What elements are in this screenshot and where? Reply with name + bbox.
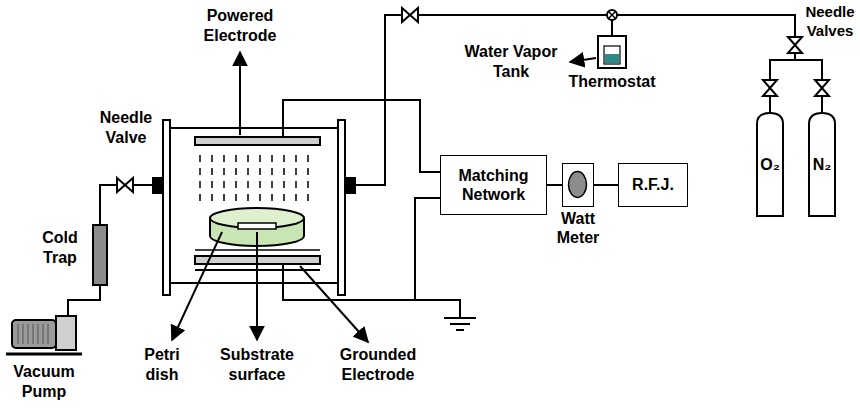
gas-cylinder: N₂ — [808, 112, 836, 217]
three-way-valve — [607, 10, 617, 20]
callout-arrow — [300, 266, 368, 342]
water — [605, 54, 619, 63]
needle-valve — [402, 8, 418, 22]
motor-ribs — [18, 324, 48, 344]
rf-wire — [283, 100, 440, 172]
water-bottle — [604, 46, 620, 64]
chamber-port — [153, 178, 163, 193]
callout-arrow — [256, 232, 258, 340]
ground-wire — [283, 264, 460, 318]
part-label: Cold Trap — [32, 228, 88, 268]
chamber-wall — [170, 127, 338, 129]
callout-arrow — [239, 52, 241, 135]
callout-label: Substrate surface — [212, 345, 302, 385]
box-label: Matching Network — [445, 166, 542, 204]
vacuum-line — [100, 185, 153, 225]
meter-label: Watt Meter — [550, 209, 606, 247]
part-label: Vacuum Pump — [4, 362, 84, 402]
process-box: R.F.J. — [618, 163, 688, 207]
plasma-lines — [200, 155, 308, 203]
part-label: Needle Valves — [802, 3, 858, 41]
box-label: R.F.J. — [632, 175, 674, 194]
callout-label: Powered Electrode — [190, 6, 290, 46]
connector-wire — [594, 184, 618, 186]
callout-label: Water Vapor Tank — [456, 42, 566, 82]
cold-trap — [93, 225, 107, 285]
ground-symbol — [456, 329, 464, 331]
vacuum-pump-head — [56, 316, 76, 350]
chamber-flange — [338, 120, 345, 295]
connector-wire — [547, 184, 562, 186]
three-way-valve — [608, 11, 616, 19]
ground-wire — [415, 198, 440, 300]
process-box: Matching Network — [440, 155, 547, 215]
chamber-wall — [170, 282, 338, 284]
needle-valve — [788, 37, 802, 53]
cylinder-label: N₂ — [813, 155, 832, 174]
callout-label: Grounded Electrode — [326, 345, 430, 385]
part-label: Needle Valve — [95, 108, 157, 148]
chamber-flange — [163, 120, 170, 295]
gas-cylinder: O₂ — [756, 112, 784, 217]
needle-valve — [763, 80, 777, 96]
callout-arrow — [570, 58, 596, 62]
watt-meter: Watt Meter — [550, 163, 606, 249]
cylinder-label: O₂ — [760, 155, 780, 174]
part-label: Thermostat — [562, 72, 662, 92]
powered-electrode — [195, 137, 320, 145]
chamber-port — [345, 178, 355, 193]
callout-arrow — [172, 232, 222, 340]
ground-symbol — [450, 323, 470, 325]
three-way-valve — [608, 11, 616, 19]
thermostat-box — [598, 36, 626, 68]
needle-valve — [117, 178, 133, 192]
vacuum-pump-motor — [12, 320, 56, 348]
pump-base — [6, 353, 82, 356]
ground-symbol — [444, 317, 476, 319]
callout-label: Petri dish — [130, 345, 194, 385]
needle-valve — [815, 80, 829, 96]
gas-line — [770, 60, 822, 112]
gas-line — [355, 15, 795, 185]
petri-dish-rim — [210, 208, 304, 228]
substrate — [238, 223, 276, 229]
meter-box — [562, 163, 594, 207]
vacuum-line — [68, 285, 100, 318]
